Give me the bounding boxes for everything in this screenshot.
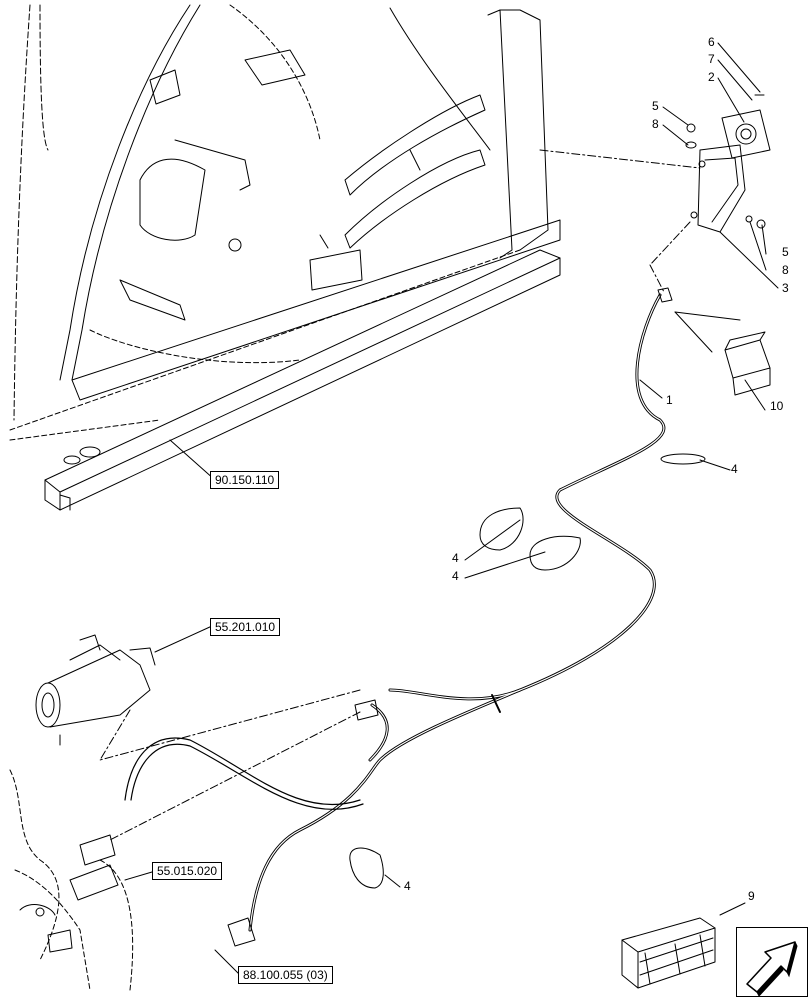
engine-parts [19, 834, 119, 953]
callout-4-loop-a: 4 [452, 551, 459, 565]
starter-leader [154, 625, 213, 653]
engine-area [9, 769, 134, 991]
harness-clip [491, 694, 501, 713]
ref-starter[interactable]: 55.201.010 [210, 618, 281, 636]
callout-3: 3 [782, 281, 789, 295]
crate-item-9 [621, 917, 716, 989]
alignment-lines [99, 149, 701, 841]
starter-motor [35, 634, 156, 746]
callout-4-loop-b: 4 [452, 569, 459, 583]
cab-frame [9, 4, 561, 511]
ref-frame[interactable]: 90.150.110 [210, 471, 280, 489]
callout-8-top: 8 [652, 117, 659, 131]
cable-ties [349, 453, 706, 889]
wiring-harness-inner [249, 294, 665, 931]
callout-7: 7 [708, 52, 715, 66]
ref-harness[interactable]: 88.100.055 (03) [238, 966, 333, 984]
callout-2: 2 [708, 70, 715, 84]
callout-leaders [384, 42, 779, 916]
callout-5-right: 5 [782, 245, 789, 259]
engine-leader [124, 871, 153, 881]
ref-engine[interactable]: 55.015.020 [152, 862, 223, 880]
fasteners [685, 94, 766, 229]
callout-1: 1 [666, 393, 673, 407]
callout-10: 10 [770, 399, 784, 413]
socket-bracket [690, 109, 771, 233]
callout-4-lower: 4 [404, 879, 411, 893]
callout-6: 6 [708, 35, 715, 49]
callout-9: 9 [748, 889, 755, 903]
frame-leader [169, 439, 216, 481]
harness-leader [214, 949, 241, 976]
harness-branch [124, 737, 364, 810]
callout-4-tie: 4 [731, 462, 738, 476]
harness-plug [354, 699, 379, 721]
connector-10 [674, 311, 771, 396]
harness-end-plug [227, 917, 256, 947]
next-page-button[interactable] [736, 927, 808, 997]
callout-5-top: 5 [652, 99, 659, 113]
next-page-arrow-icon [746, 941, 798, 997]
callout-8-right: 8 [782, 263, 789, 277]
harness-socket-end [657, 287, 673, 303]
wiring-harness [248, 293, 666, 932]
